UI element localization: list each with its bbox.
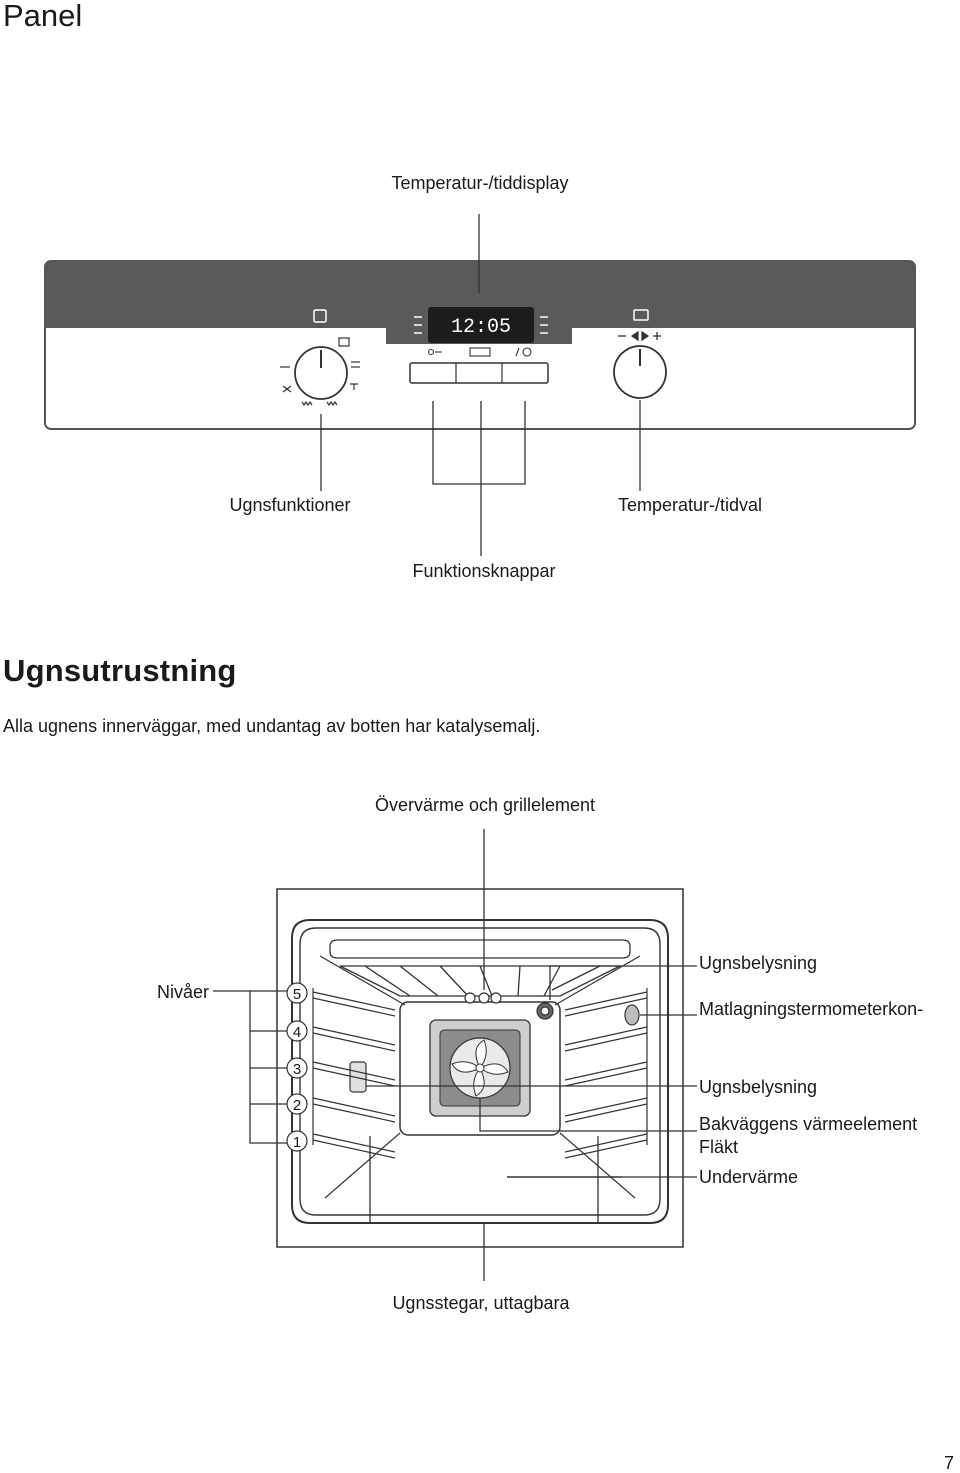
oven-light-icon — [313, 309, 327, 323]
function-symbols-icon — [280, 337, 360, 407]
function-button-1[interactable] — [411, 364, 456, 382]
control-panel — [44, 260, 916, 430]
display-digits: 12:05 — [451, 316, 511, 339]
level-3: 3 — [293, 1061, 301, 1078]
level-4: 4 — [293, 1024, 301, 1041]
label-top-heat-grill: Övervärme och grillelement — [374, 795, 596, 815]
label-functions-knob: Ugnsfunktioner — [229, 495, 351, 515]
leader-lines-panel — [320, 214, 641, 556]
fan-icon — [429, 1019, 531, 1117]
label-function-buttons: Funktionsknappar — [412, 561, 556, 581]
page-number: 7 — [944, 1453, 955, 1473]
function-buttons — [409, 362, 549, 384]
section-title-equipment: Ugnsutrustning — [3, 653, 237, 688]
label-thermometer-socket: Matlagningstermometerkon- — [699, 999, 924, 1019]
top-lamp-icon — [464, 992, 502, 1004]
label-display: Temperatur-/tiddisplay — [391, 173, 569, 193]
button-symbols-icon — [427, 347, 532, 357]
minus-plus-icon — [618, 330, 661, 342]
function-button-3[interactable] — [503, 364, 547, 382]
page-title-panel: Panel — [3, 0, 83, 33]
oven-functions-knob[interactable] — [294, 346, 348, 400]
thermometer-socket-icon — [536, 1002, 554, 1020]
label-shelf-runners: Ugnsstegar, uttagbara — [392, 1293, 570, 1313]
temperature-time-knob[interactable] — [613, 345, 667, 399]
intro-paragraph: Alla ugnens innerväggar, med undantag av… — [3, 716, 541, 736]
label-rear-heating-element: Bakväggens värmeelement — [699, 1114, 918, 1134]
top-grill-element — [329, 939, 631, 997]
label-temp-time-knob: Temperatur-/tidval — [617, 495, 763, 515]
shelf-runners-right — [564, 988, 648, 1159]
label-light-lower: Ugnsbelysning — [699, 1077, 818, 1097]
label-light-upper: Ugnsbelysning — [699, 953, 818, 973]
level-5: 5 — [293, 986, 301, 1003]
label-levels: Nivåer — [157, 982, 210, 1002]
level-1: 1 — [293, 1134, 301, 1151]
label-fan: Fläkt — [699, 1137, 739, 1157]
label-bottom-heat: Undervärme — [699, 1167, 799, 1187]
level-markers: 5 4 3 2 1 — [286, 982, 308, 1152]
side-lamp-icon — [624, 1004, 640, 1026]
left-lamp-icon — [349, 1061, 367, 1093]
shelf-runners-left — [312, 988, 396, 1159]
temperature-time-display: 12:05 — [414, 307, 548, 343]
function-button-2[interactable] — [457, 364, 502, 382]
leader-lines-oven — [213, 829, 697, 1281]
level-2: 2 — [293, 1097, 301, 1114]
clock-icon — [633, 309, 649, 321]
